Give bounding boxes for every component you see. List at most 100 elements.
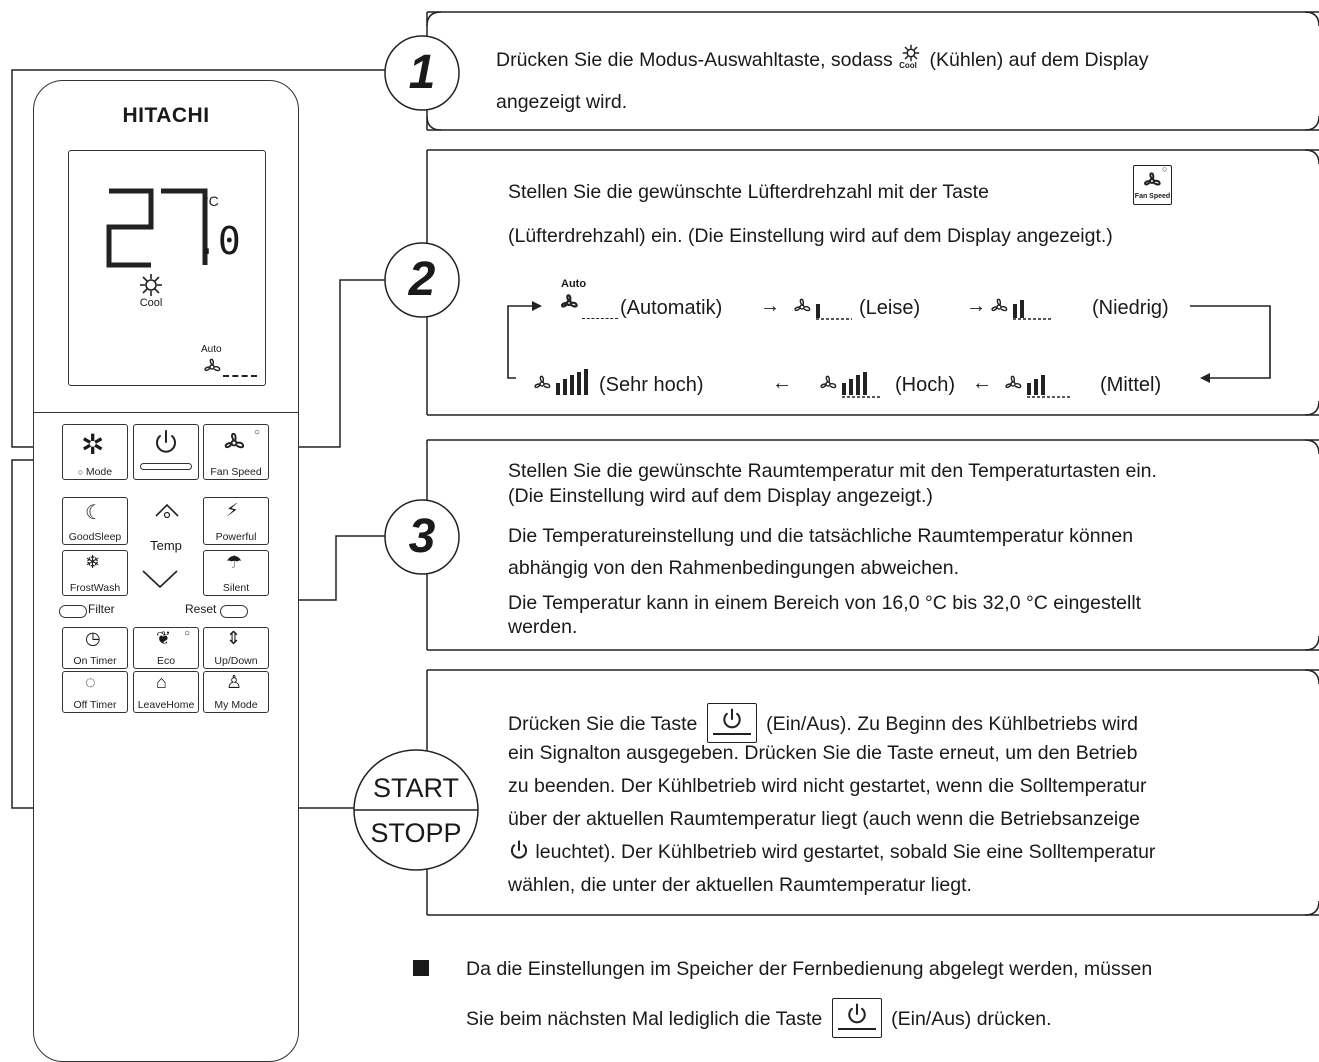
step1-text-b: (Kühlen) auf dem Display bbox=[929, 49, 1149, 71]
step4-line2: ein Signalton ausgegeben. Drücken Sie di… bbox=[508, 742, 1138, 764]
eco-label: Eco bbox=[156, 655, 176, 667]
filter-label: Filter bbox=[88, 602, 115, 616]
temp-decimal: .0 bbox=[195, 219, 241, 263]
mode-icon: ✲ bbox=[81, 429, 105, 460]
step4-line1: Drücken Sie die Taste (Ein/Aus). Zu Begi… bbox=[508, 703, 1138, 743]
seq-fan-auto-icon bbox=[558, 293, 580, 313]
mode-button[interactable]: ✲ ○ Mode bbox=[62, 424, 128, 480]
power-icon bbox=[152, 428, 180, 456]
step-number-3: 3 bbox=[408, 510, 436, 563]
temp-unit: °C bbox=[203, 193, 219, 209]
fan-speed-button[interactable]: ○ Fan Speed bbox=[203, 424, 269, 480]
reset-button[interactable] bbox=[220, 605, 248, 618]
step1-text-a: Drücken Sie die Modus-Auswahltaste, soda… bbox=[496, 49, 893, 71]
temp-down-button[interactable] bbox=[140, 566, 180, 590]
seq-sehr-hoch: (Sehr hoch) bbox=[599, 374, 704, 396]
moon-icon: ☾ bbox=[85, 502, 103, 524]
step4-line3: zu beenden. Der Kühlbetrieb wird nicht g… bbox=[508, 775, 1147, 797]
step3-line3: Die Temperatureinstellung und die tatsäc… bbox=[508, 525, 1134, 547]
note-text-b: (Ein/Aus) drücken. bbox=[891, 1008, 1052, 1030]
seq-niedrig: (Niedrig) bbox=[1092, 297, 1169, 319]
step4-text-5: leuchtet). Der Kühlbetrieb wird gestarte… bbox=[535, 841, 1156, 863]
mymode-button[interactable]: ♙ My Mode bbox=[203, 671, 269, 713]
seq-auto-dash bbox=[582, 318, 618, 319]
silent-label: Silent bbox=[222, 582, 250, 594]
note-line2: Sie beim nächsten Mal lediglich die Tast… bbox=[466, 998, 1052, 1038]
fan-speed-label: Fan Speed bbox=[210, 466, 262, 478]
step1-cool-icon: Cool bbox=[898, 44, 924, 72]
seq-arrow-1: → bbox=[760, 295, 780, 317]
mymode-label: My Mode bbox=[214, 699, 258, 711]
start-label: START bbox=[372, 773, 459, 803]
eco-button[interactable]: ❦ ○ Eco bbox=[133, 627, 199, 669]
note-power-key-icon bbox=[831, 998, 882, 1038]
seq-bars-leise bbox=[816, 304, 852, 320]
stop-label: STOPP bbox=[370, 818, 462, 848]
fan-icon bbox=[220, 431, 248, 455]
step3-line6: werden. bbox=[508, 616, 578, 638]
goodsleep-button[interactable]: ☾ GoodSleep bbox=[62, 497, 128, 545]
powerful-label: Powerful bbox=[215, 531, 257, 543]
powerful-button[interactable]: ⚡ Powerful bbox=[203, 497, 269, 545]
leavehome-label: LeaveHome bbox=[137, 699, 195, 711]
silent-icon: ☂ bbox=[226, 552, 243, 572]
seq-fan-leise-icon bbox=[791, 297, 813, 317]
step-number-2: 2 bbox=[408, 253, 436, 306]
clock-dashed-icon: ◌ bbox=[85, 672, 96, 692]
updown-label: Up/Down bbox=[214, 655, 258, 667]
frostwash-label: FrostWash bbox=[69, 582, 121, 594]
reset-label: Reset bbox=[185, 602, 217, 616]
step3-line1: Stellen Sie die gewünschte Raumtemperatu… bbox=[508, 460, 1157, 482]
seq-bars-hoch bbox=[842, 372, 882, 398]
temp-up-button[interactable] bbox=[152, 500, 182, 522]
seq-bars-niedrig bbox=[1013, 300, 1051, 320]
seq-fan-niedrig-icon bbox=[988, 297, 1010, 317]
power-key-icon bbox=[706, 703, 757, 743]
seq-automatik: (Automatik) bbox=[620, 297, 723, 319]
temp-label: Temp bbox=[150, 538, 182, 553]
filter-button[interactable] bbox=[59, 605, 87, 618]
seq-mittel: (Mittel) bbox=[1100, 374, 1162, 396]
step3-line5: Die Temperatur kann in einem Bereich von… bbox=[508, 592, 1142, 614]
indicator-power-icon bbox=[508, 839, 530, 861]
person-icon: ♙ bbox=[226, 672, 243, 692]
temp-main-text: 27 bbox=[69, 151, 70, 152]
off-timer-label: Off Timer bbox=[73, 699, 117, 711]
note-bullet-icon bbox=[413, 960, 429, 976]
step1-line2: angezeigt wird. bbox=[496, 91, 628, 113]
silent-button[interactable]: ☂ Silent bbox=[203, 550, 269, 596]
seq-arrow-2: → bbox=[966, 295, 986, 317]
fan-auto-label: Auto bbox=[201, 344, 222, 355]
seq-fan-mittel-icon bbox=[1002, 374, 1024, 394]
frostwash-icon: ❄ bbox=[85, 552, 101, 572]
fan-icon-display bbox=[201, 357, 223, 377]
leavehome-button[interactable]: ⌂ LeaveHome bbox=[133, 671, 199, 713]
seq-arrow-4: ← bbox=[772, 372, 792, 394]
seq-fan-sehrhoch-icon bbox=[531, 374, 553, 394]
seq-hoch: (Hoch) bbox=[895, 374, 956, 396]
brand-logo: HITACHI bbox=[122, 104, 210, 127]
note-line1: Da die Einstellungen im Speicher der Fer… bbox=[466, 958, 1153, 980]
fan-dash-line bbox=[223, 375, 257, 377]
powerful-icon: ⚡ bbox=[226, 500, 239, 520]
frostwash-button[interactable]: ❄ FrostWash bbox=[62, 550, 128, 596]
on-timer-button[interactable]: ◷ On Timer bbox=[62, 627, 128, 669]
remote-divider bbox=[33, 412, 299, 413]
step-number-1: 1 bbox=[408, 46, 436, 99]
fan-speed-key-icon: ○ Fan Speed bbox=[1133, 164, 1172, 205]
seq-arrow-3: ← bbox=[972, 372, 992, 394]
power-button[interactable] bbox=[133, 424, 199, 480]
goodsleep-label: GoodSleep bbox=[68, 531, 122, 543]
leaf-icon: ❦ bbox=[156, 628, 172, 648]
step1-cool-label: Cool bbox=[899, 61, 917, 70]
updown-button[interactable]: ⇕ Up/Down bbox=[203, 627, 269, 669]
step2-line2: (Lüfterdrehzahl) ein. (Die Einstellung w… bbox=[508, 225, 1113, 247]
mode-button-label: ○ Mode bbox=[77, 466, 113, 478]
power-button-bar bbox=[140, 463, 192, 470]
off-timer-button[interactable]: ◌ Off Timer bbox=[62, 671, 128, 713]
fan-key-label: Fan Speed bbox=[1134, 193, 1171, 200]
step2-line1: Stellen Sie die gewünschte Lüfterdrehzah… bbox=[508, 181, 989, 203]
step3-line2: (Die Einstellung wird auf dem Display an… bbox=[508, 485, 933, 507]
clock-icon: ◷ bbox=[85, 628, 101, 648]
